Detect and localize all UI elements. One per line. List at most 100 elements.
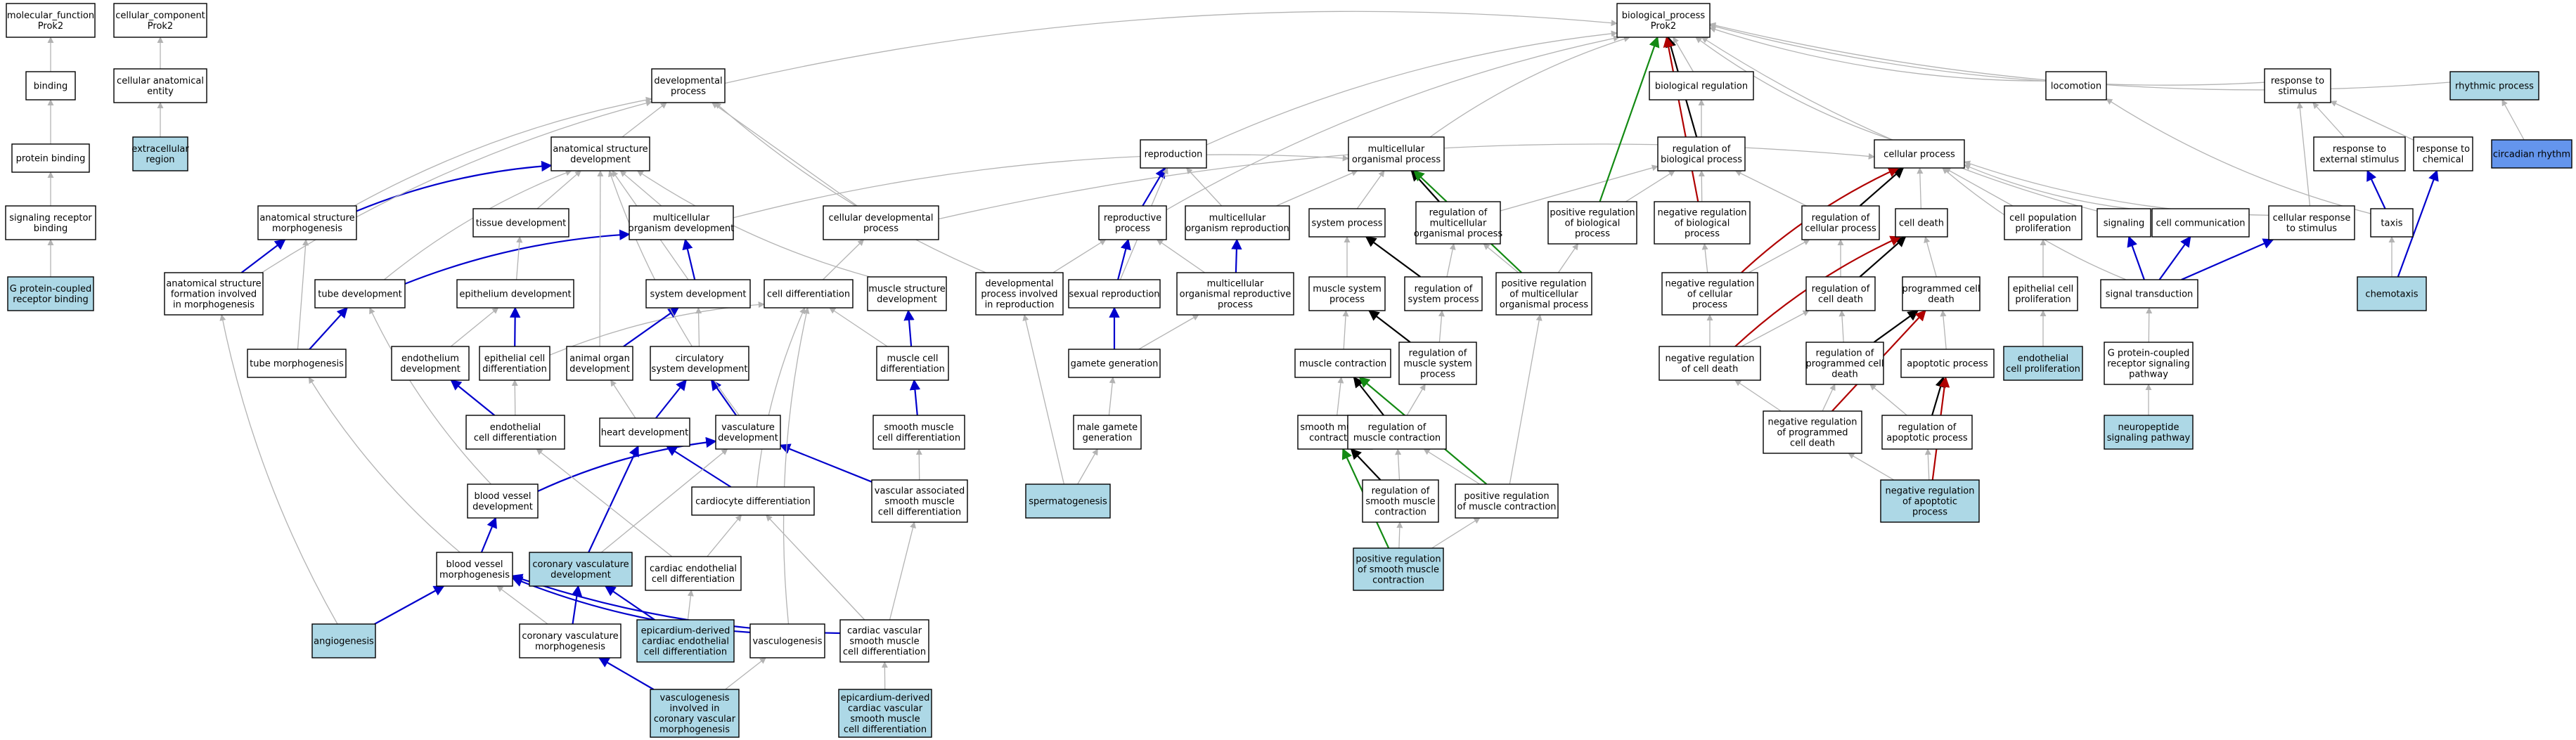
go-term-node-taxis[interactable]: taxis: [2370, 208, 2414, 238]
go-term-node-sperm[interactable]: spermatogenesis: [1025, 483, 1111, 519]
go-term-node-bioreg[interactable]: biological regulation: [1649, 71, 1754, 100]
go-term-node-protbind[interactable]: protein binding: [11, 143, 90, 173]
go-term-node-cellproc[interactable]: cellular process: [1874, 139, 1965, 169]
go-term-node-tubemorph[interactable]: tube morphogenesis: [247, 349, 347, 378]
go-term-node-epidev[interactable]: epithelium development: [456, 279, 574, 309]
go-term-node-sexrep[interactable]: sexual reproduction: [1068, 279, 1161, 309]
go-term-node-repro[interactable]: reproduction: [1140, 139, 1207, 169]
go-term-node-apoproc[interactable]: apoptotic process: [1900, 349, 1995, 378]
go-term-node-angio[interactable]: angiogenesis: [311, 623, 376, 658]
go-term-node-binding[interactable]: binding: [25, 71, 76, 100]
go-term-node-signaling[interactable]: signaling: [2097, 208, 2151, 238]
go-term-node-locomotion[interactable]: locomotion: [2045, 71, 2107, 100]
go-term-node-mcontr[interactable]: muscle contraction: [1294, 349, 1391, 378]
go-term-node-heartdev[interactable]: heart development: [599, 417, 690, 447]
go-term-node-sysdev[interactable]: system development: [645, 279, 751, 309]
go-term-label-line: endothelial: [490, 422, 541, 433]
go-term-node-tissue[interactable]: tissue development: [472, 208, 569, 238]
go-term-node-cardiodiff[interactable]: cardiocyte differentiation: [691, 486, 815, 516]
go-term-node-tubedev[interactable]: tube development: [314, 279, 406, 309]
go-term-node-sigtrans[interactable]: signal transduction: [2100, 279, 2198, 309]
go-term-node-celldiff[interactable]: cell differentiation: [764, 279, 854, 309]
go-term-node-sysproc[interactable]: system process: [1308, 208, 1386, 238]
go-term-node-circadian[interactable]: circadian rhythm: [2491, 139, 2572, 169]
go-term-node-chemotaxis[interactable]: chemotaxis: [2357, 276, 2427, 311]
go-term-node-celldeath[interactable]: cell death: [1895, 208, 1948, 238]
go-term-node-cellcomm[interactable]: cell communication: [2151, 208, 2250, 238]
go-term-node-gamgen[interactable]: gamete generation: [1068, 349, 1161, 378]
go-term-node-rhythmic[interactable]: rhythmic process: [2449, 71, 2539, 100]
edge-is_a-posregbp-to-regbp: [1625, 170, 1675, 202]
go-term-node-vasculogen[interactable]: vasculogenesis: [749, 623, 825, 658]
